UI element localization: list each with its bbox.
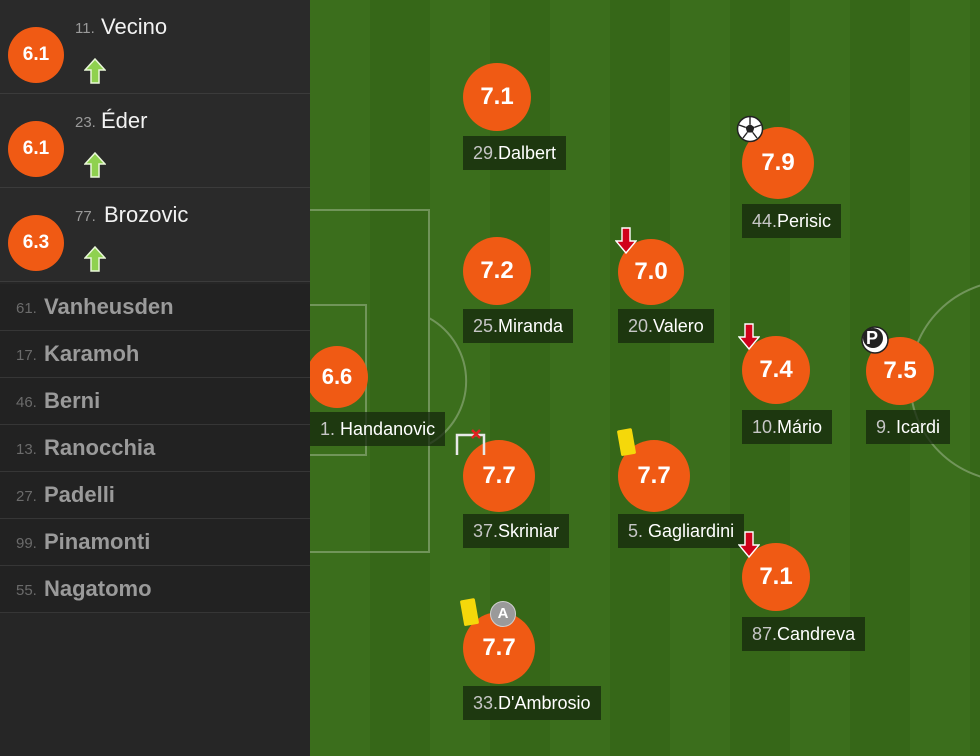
shirt-number: 1. <box>320 419 336 439</box>
sub-out-arrow-icon <box>738 531 760 558</box>
shirt-number: 17. <box>16 347 37 364</box>
bench-row-nagatomo[interactable]: 55. Nagatomo <box>0 566 310 613</box>
shirt-number: 11. <box>75 20 95 37</box>
sub-in-arrow-icon <box>84 246 106 272</box>
shirt-number: 20. <box>628 316 654 336</box>
player-label: 44.Perisic <box>742 204 842 238</box>
bench-row-berni[interactable]: 46. Berni <box>0 378 310 425</box>
sub-out-arrow-icon <box>615 227 637 254</box>
player-name: D'Ambrosio <box>498 693 591 713</box>
player-name: Dalbert <box>498 143 557 163</box>
rating-badge: 6.3 <box>8 215 64 271</box>
shirt-number: 25. <box>473 316 499 336</box>
player-name: Vanheusden <box>44 294 174 319</box>
player-name: Valero <box>653 316 704 336</box>
rating-badge: 7.1 <box>742 543 810 611</box>
player-name: Karamoh <box>44 341 140 366</box>
captain-letter: A <box>497 605 509 622</box>
shirt-number: 33. <box>473 693 499 713</box>
player-name: Miranda <box>498 316 564 336</box>
player-label: 9. Icardi <box>866 410 951 444</box>
penalty-area <box>310 209 430 553</box>
lineup-sidebar: 6.1 11. Vecino 6.1 23. Éder 6.3 77. Broz… <box>0 0 310 756</box>
captain-badge-icon: A <box>490 601 516 627</box>
shirt-number: 9. <box>876 417 892 437</box>
player-name: Pinamonti <box>44 529 151 554</box>
penalty-letter: P <box>866 328 879 348</box>
player-label: 33.D'Ambrosio <box>463 686 601 720</box>
football-icon <box>736 115 764 143</box>
player-name: Nagatomo <box>44 576 152 601</box>
rating-badge: 7.4 <box>742 336 810 404</box>
rating-badge: 6.1 <box>8 27 64 83</box>
rating-badge: 6.1 <box>8 121 64 177</box>
sub-in-arrow-icon <box>84 152 106 178</box>
shirt-number: 44. <box>752 211 778 231</box>
shirt-number: 29. <box>473 143 499 163</box>
player-name: Berni <box>44 388 101 413</box>
shirt-number: 77. <box>75 208 96 225</box>
yellow-card-icon <box>460 598 479 626</box>
goal-post-cross-icon <box>455 429 486 455</box>
rating-badge: 7.7 <box>618 440 690 512</box>
player-name: Ranocchia <box>44 435 156 460</box>
substitute-row-eder[interactable]: 6.1 23. Éder <box>0 94 310 188</box>
player-name: Mário <box>777 417 823 437</box>
player-label: 5. Gagliardini <box>618 514 745 548</box>
player-name: Candreva <box>777 624 856 644</box>
shirt-number: 27. <box>16 488 37 505</box>
bench-row-ranocchia[interactable]: 13. Ranocchia <box>0 425 310 472</box>
shirt-number: 5. <box>628 521 644 541</box>
bench-row-karamoh[interactable]: 17. Karamoh <box>0 331 310 378</box>
shirt-number: 87. <box>752 624 778 644</box>
rating-badge: 7.2 <box>463 237 531 305</box>
rating-badge: 6.6 <box>310 346 368 408</box>
player-label: 37.Skriniar <box>463 514 570 548</box>
shirt-number: 61. <box>16 300 37 317</box>
substitute-row-brozovic[interactable]: 6.3 77. Brozovic <box>0 188 310 282</box>
player-name: Perisic <box>777 211 832 231</box>
shirt-number: 55. <box>16 582 37 599</box>
shirt-number: 99. <box>16 535 37 552</box>
penalty-arc <box>428 317 468 445</box>
pitch: 6.6 1. Handanovic 7.1 29.Dalbert 7.2 25.… <box>310 0 980 756</box>
player-label: 10.Mário <box>742 410 833 444</box>
player-label: 25.Miranda <box>463 309 574 343</box>
player-name: Vecino <box>101 14 168 39</box>
player-name: Icardi <box>896 417 941 437</box>
rating-badge: 7.7 <box>463 440 535 512</box>
player-name: Handanovic <box>340 419 436 439</box>
player-name: Brozovic <box>104 202 189 227</box>
player-label: 1. Handanovic <box>310 412 446 446</box>
bench-row-padelli[interactable]: 27. Padelli <box>0 472 310 519</box>
shirt-number: 13. <box>16 441 37 458</box>
bench-row-pinamonti[interactable]: 99. Pinamonti <box>0 519 310 566</box>
shirt-number: 10. <box>752 417 778 437</box>
football-icon <box>861 326 889 354</box>
sub-out-arrow-icon <box>738 323 760 350</box>
player-label: 29.Dalbert <box>463 136 567 170</box>
bench-row-vanheusden[interactable]: 61. Vanheusden <box>0 284 310 331</box>
penalty-goal-icon: P <box>860 325 890 355</box>
player-name: Éder <box>101 108 148 133</box>
rating-badge: 7.1 <box>463 63 531 131</box>
shirt-number: 23. <box>75 114 96 131</box>
sub-in-arrow-icon <box>84 58 106 84</box>
player-label: 20.Valero <box>618 309 714 343</box>
player-name: Gagliardini <box>648 521 735 541</box>
player-name: Skriniar <box>498 521 560 541</box>
player-label: 87.Candreva <box>742 617 866 651</box>
substitute-row-vecino[interactable]: 6.1 11. Vecino <box>0 0 310 94</box>
shirt-number: 37. <box>473 521 499 541</box>
yellow-card-icon <box>617 428 636 456</box>
player-name: Padelli <box>44 482 115 507</box>
shirt-number: 46. <box>16 394 37 411</box>
